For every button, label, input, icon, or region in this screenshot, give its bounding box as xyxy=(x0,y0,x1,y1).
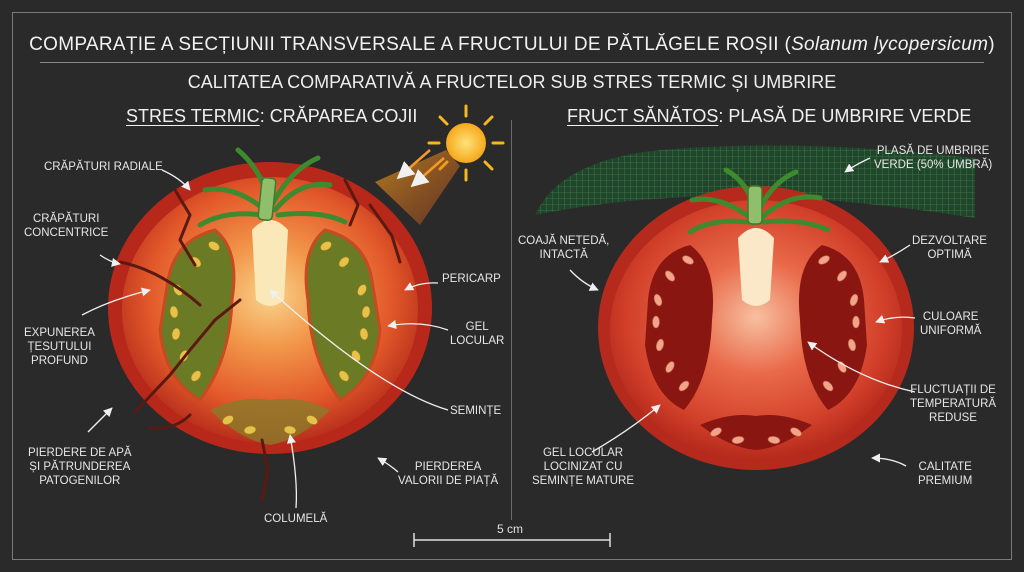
page-title: COMPARAȚIE A SECȚIUNII TRANSVERSALE A FR… xyxy=(29,34,995,55)
label-market-value: PIERDEREA VALORII DE PIAȚĂ xyxy=(398,461,499,487)
sun-beam xyxy=(375,150,460,225)
label-pericarp: PERICARP xyxy=(442,273,501,285)
label-locular-gel: GEL LOCULAR xyxy=(450,321,505,347)
label-deep-tissue: EXPUNEREA ȚESUTULUI PROFUND xyxy=(24,327,95,367)
label-uniform-color: CULOARE UNIFORMĂ xyxy=(920,311,982,337)
label-concentric-cracks: CRĂPĂTURI CONCENTRICE xyxy=(24,213,109,239)
species-name: Solanum lycopersicum xyxy=(791,34,989,55)
title-rule xyxy=(40,62,984,63)
outer-frame xyxy=(12,12,1012,560)
right-panel-heading: FRUCT SĂNĂTOS: PLASĂ DE UMBRIRE VERDE xyxy=(567,106,972,126)
label-columella: COLUMELĂ xyxy=(264,513,328,525)
panel-divider xyxy=(511,120,512,520)
label-shade-net: PLASĂ DE UMBRIRE VERDE (50% UMBRĂ) xyxy=(874,145,993,171)
left-panel-heading: STRES TERMIC: CRĂPAREA COJII xyxy=(126,106,418,126)
label-optimal-development: DEZVOLTARE OPTIMĂ xyxy=(912,235,987,261)
stressed-tomato-icon xyxy=(108,147,432,502)
page-subtitle: CALITATEA COMPARATIVĂ A FRUCTELOR SUB ST… xyxy=(187,72,837,92)
label-smooth-skin: COAJĂ NETEDĂ, INTACTĂ xyxy=(518,235,610,261)
scale-bar-label: 5 cm xyxy=(496,522,523,536)
label-seeds: SEMINȚE xyxy=(450,405,502,417)
healthy-tomato-icon xyxy=(598,167,914,470)
label-water-loss: PIERDERE DE APĂ ȘI PĂTRUNDEREA PATOGENIL… xyxy=(28,447,132,487)
label-mature-gel: GEL LOCULAR LOCINIZAT CU SEMINȚE MATURE xyxy=(532,447,635,487)
label-temperature-fluctuations: FLUCTUAȚII DE TEMPERATURĂ REDUSE xyxy=(910,384,997,424)
label-premium-quality: CALITATE PREMIUM xyxy=(918,461,973,487)
label-radial-cracks: CRĂPĂTURI RADIALE xyxy=(44,161,163,173)
scale-bar xyxy=(413,533,611,547)
